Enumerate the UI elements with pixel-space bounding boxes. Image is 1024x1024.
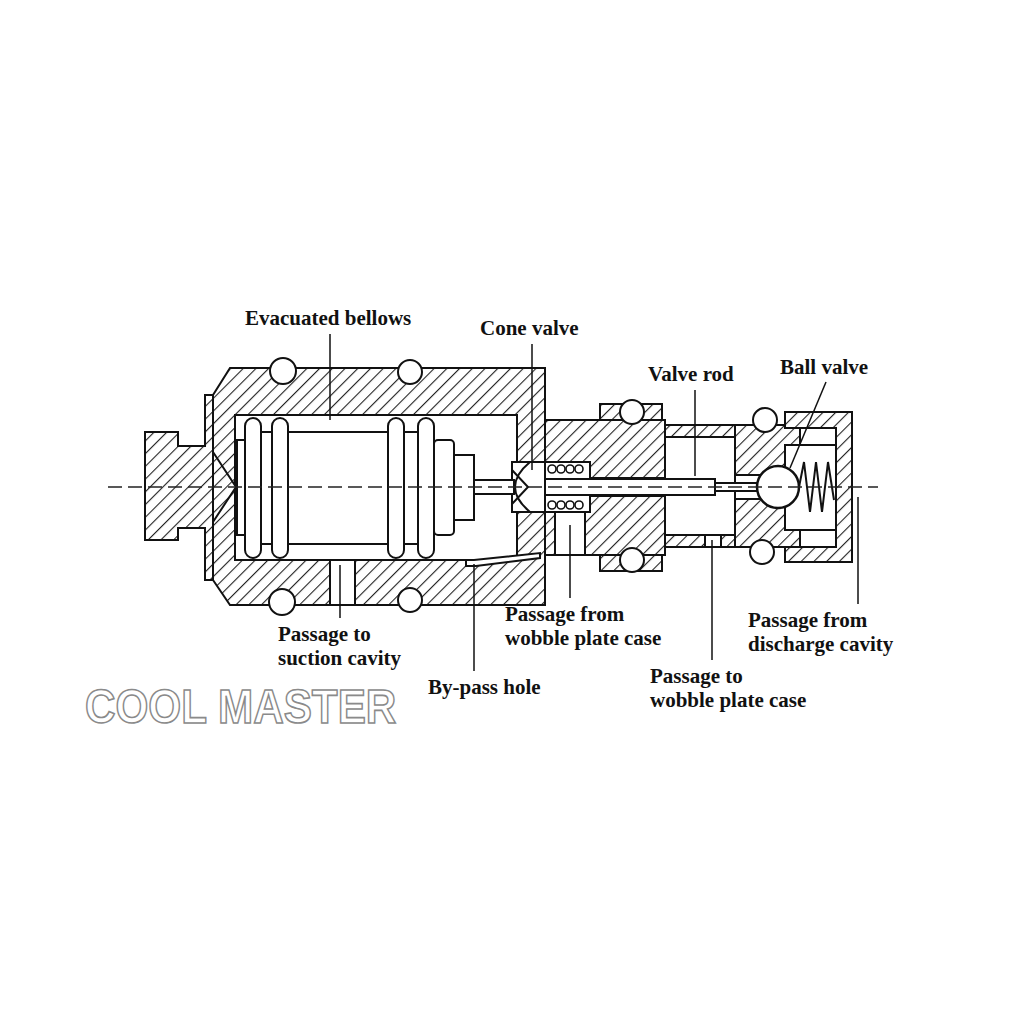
coil (557, 465, 565, 473)
bellows-fold (245, 418, 261, 558)
passage-label: Passage to suction cavity (278, 622, 402, 670)
passage-label: Passage to wobble plate case (650, 664, 807, 712)
leader-line (711, 540, 713, 660)
coil (557, 501, 565, 509)
o-ring (269, 589, 295, 615)
leader-line (473, 564, 475, 671)
coil (575, 465, 583, 473)
o-ring (398, 588, 422, 612)
leader-line (531, 344, 533, 470)
main-housing (145, 358, 545, 615)
part-label: Evacuated bellows (245, 306, 411, 330)
coil (548, 501, 556, 509)
leader-line (569, 525, 571, 598)
o-ring (620, 400, 644, 424)
coil (566, 465, 574, 473)
part-label: Ball valve (780, 355, 868, 379)
bellows-fold (388, 418, 404, 558)
suction-passage (330, 560, 355, 605)
part-label: Valve rod (648, 362, 734, 386)
coil (548, 465, 556, 473)
passage-label: Passage from wobble plate case (505, 602, 662, 650)
o-ring (750, 540, 774, 564)
coil (575, 501, 583, 509)
shell (665, 535, 740, 547)
part-label: By-pass hole (428, 675, 541, 699)
watermark: COOL MASTER (85, 682, 396, 732)
leader-line (857, 497, 859, 604)
passage-label: Passage from discharge cavity (748, 608, 894, 656)
bellows-fold (272, 418, 288, 558)
o-ring (620, 548, 644, 572)
leader-line (329, 334, 331, 420)
o-ring (753, 408, 777, 432)
part-label: Cone valve (480, 316, 579, 340)
center-axis (108, 486, 878, 488)
o-ring (398, 360, 422, 384)
leader-line (790, 382, 826, 468)
o-ring (270, 358, 296, 384)
leader-line (694, 390, 696, 476)
bellows-fold (418, 418, 434, 558)
wobble-outlet-passage (705, 535, 721, 547)
bellows (237, 418, 474, 558)
coil (566, 501, 574, 509)
shell (665, 425, 740, 437)
leader-line (339, 565, 341, 618)
bypass-hole (466, 553, 540, 566)
